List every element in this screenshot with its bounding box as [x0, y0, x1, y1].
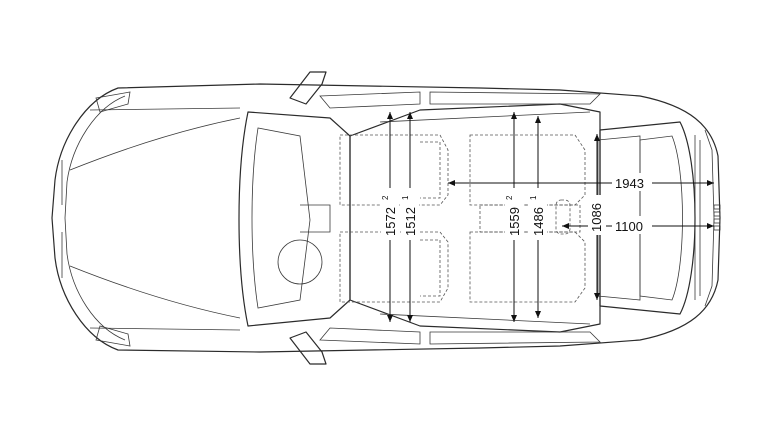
dim-1100-label: 1100: [615, 219, 643, 234]
roof-rail-top: [379, 111, 591, 123]
cargo-floor: [597, 135, 641, 301]
dim-1100: 1100: [562, 216, 714, 234]
rear-seat-right: [469, 231, 586, 303]
hood-line-bottom: [69, 265, 241, 319]
hood-edge-bottom: [89, 327, 241, 331]
rear-bumper-line: [704, 129, 715, 307]
dashboard: [251, 127, 311, 309]
headlight-top: [95, 91, 131, 113]
dim-1559-label: 1559: [507, 207, 522, 236]
front-seat-right-headrest: [420, 239, 441, 297]
rear-armrest: [555, 199, 571, 235]
dim-1572: 1572 2: [381, 112, 399, 322]
headlight-bottom: [95, 325, 131, 347]
rear-sensor-dots: [713, 204, 721, 231]
side-window-rear-right: [429, 331, 601, 345]
dim-1512: 1512 1: [401, 112, 419, 322]
dimension-lines: 1943 1100 1086 1572 2: [381, 112, 714, 322]
dim-1486: 1486 1: [529, 116, 547, 318]
dim-1486-sup: 1: [529, 195, 538, 200]
side-window-front-right: [319, 327, 421, 345]
front-seat-left: [339, 134, 449, 206]
dim-1486-label: 1486: [531, 207, 546, 236]
dim-1572-label: 1572: [383, 207, 398, 236]
mirror-right: [289, 331, 327, 365]
windshield: [238, 111, 351, 327]
steering-wheel: [277, 239, 323, 285]
mirror-left: [289, 71, 327, 105]
dim-1572-sup: 2: [381, 195, 390, 200]
dim-1512-label: 1512: [403, 207, 418, 236]
interior: [251, 127, 641, 309]
rear-seat-left: [469, 134, 586, 206]
front-seat-left-headrest: [420, 141, 441, 199]
roof-outline: [349, 103, 601, 333]
side-window-front-left: [319, 91, 421, 109]
dim-1943: 1943: [448, 173, 714, 191]
dim-1086: 1086: [588, 134, 606, 300]
dim-1943-label: 1943: [615, 176, 644, 191]
roof-rail-bottom: [379, 313, 591, 325]
side-window-rear-left: [429, 91, 601, 105]
front-seat-right: [339, 231, 449, 303]
rear-window-inner: [639, 135, 683, 301]
dim-1559-sup: 2: [505, 195, 514, 200]
body-outline: [51, 83, 721, 353]
hood-edge-top: [89, 107, 241, 111]
rear-bumper-ridges: [694, 135, 701, 300]
dim-1559: 1559 2: [505, 112, 523, 322]
hood-line-top: [69, 117, 241, 171]
center-console: [300, 204, 331, 233]
dim-1086-label: 1086: [589, 203, 604, 232]
body-inner-line: [64, 95, 126, 341]
dim-1512-sup: 1: [401, 195, 410, 200]
